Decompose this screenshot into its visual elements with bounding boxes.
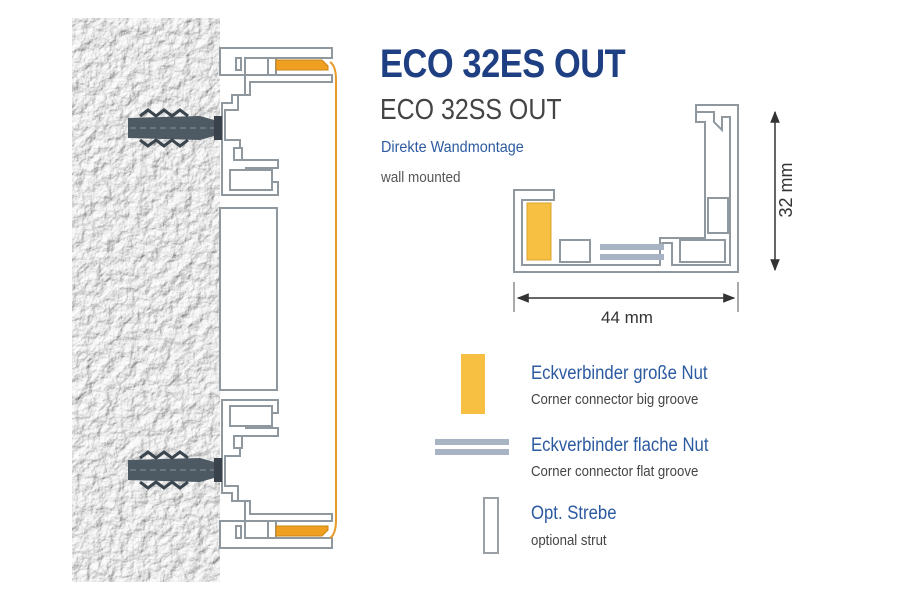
dimension-width-label: 44 mm	[601, 308, 653, 327]
mounting-label-en: wall mounted	[381, 169, 461, 186]
wall	[72, 18, 220, 582]
wall-anchor-bottom	[128, 450, 222, 490]
product-subtitle: ECO 32SS OUT	[380, 94, 562, 126]
big-groove-connectors	[275, 59, 329, 537]
profile-cross-section	[513, 104, 739, 273]
legend-flat-groove-caption: Corner connector flat groove	[531, 463, 699, 480]
wall-rail-profile	[219, 47, 333, 549]
cross-section-flat-groove-connector	[600, 244, 664, 260]
legend-big-groove-label: Eckverbinder große Nut	[531, 363, 708, 384]
flat-groove-connector-icon	[435, 439, 509, 455]
dimension-height: 32 mm	[770, 110, 796, 272]
dimension-height-label: 32 mm	[776, 162, 796, 217]
legend-strut-caption: optional strut	[531, 532, 607, 549]
dimension-width: 44 mm	[513, 282, 739, 327]
mounting-label-de: Direkte Wandmontage	[381, 139, 524, 156]
product-title: ECO 32ES OUT	[380, 42, 626, 86]
cover-strip	[329, 61, 337, 539]
wall-anchor-top	[128, 108, 222, 148]
legend-strut-label: Opt. Strebe	[531, 503, 617, 524]
big-groove-connector-icon	[461, 354, 485, 414]
legend-flat-groove-label: Eckverbinder flache Nut	[531, 435, 709, 456]
legend-big-groove-caption: Corner connector big groove	[531, 391, 699, 408]
cross-section-big-groove-connector	[526, 202, 552, 261]
optional-strut-icon	[483, 497, 499, 554]
